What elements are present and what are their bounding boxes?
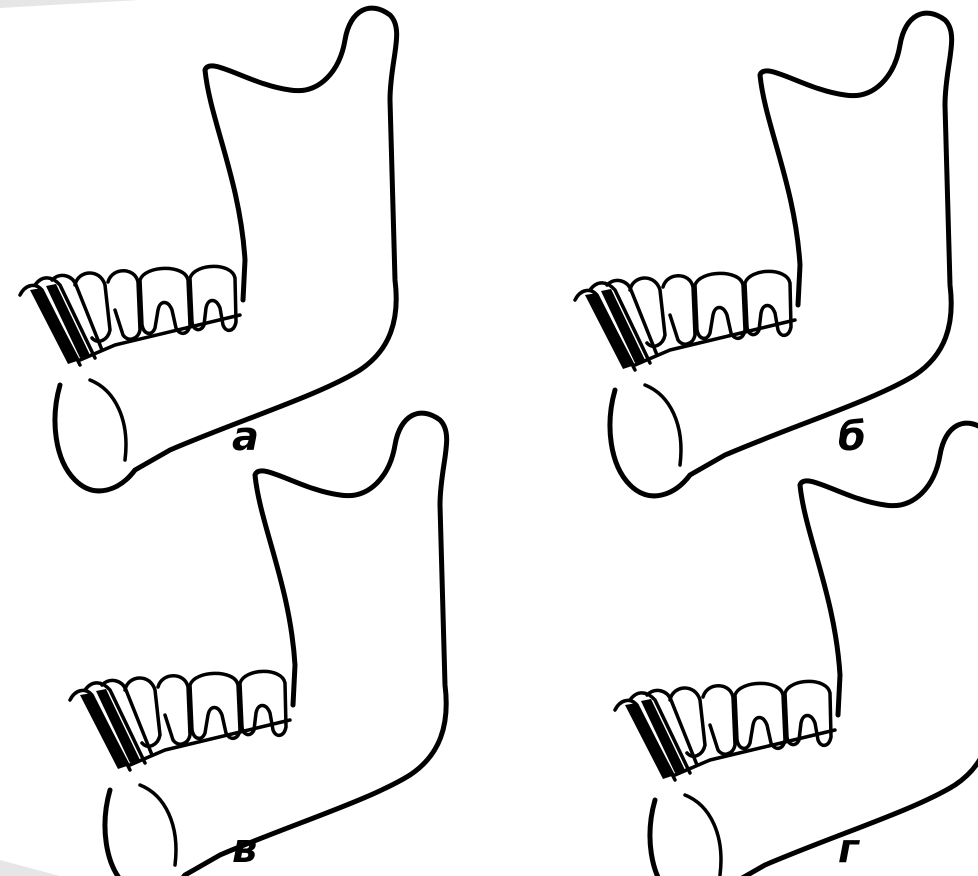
corner-decoration-top bbox=[0, 0, 140, 8]
panel-label-v: в bbox=[232, 826, 257, 872]
mandible-a bbox=[20, 8, 397, 491]
panel-label-a: а bbox=[232, 414, 259, 460]
panel-label-b: б bbox=[838, 414, 866, 460]
corner-decoration-bottom bbox=[0, 860, 60, 876]
mandible-b bbox=[575, 13, 952, 496]
panel-label-g: г bbox=[838, 826, 860, 872]
